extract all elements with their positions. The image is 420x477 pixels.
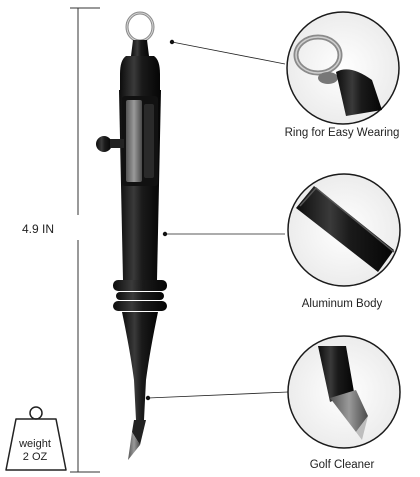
callout-lines: [145, 39, 289, 401]
zoom-ring-detail: [286, 11, 400, 125]
mechanism-slider: [126, 100, 142, 182]
weight-label-line2: 2 OZ: [22, 451, 48, 463]
weight-icon: [5, 406, 67, 471]
dimension-line: [70, 7, 100, 473]
key-ring: [125, 11, 155, 43]
weight-label-line1: weight: [19, 438, 51, 450]
feature-caption-body: Aluminum Body: [301, 298, 383, 310]
pen-body: [96, 40, 167, 460]
bolt-knob: [96, 136, 112, 152]
feature-caption-ring: Ring for Easy Wearing: [284, 127, 400, 139]
length-label: 4.9 IN: [22, 222, 55, 236]
feature-caption-cleaner: Golf Cleaner: [309, 459, 375, 471]
weight-label: weight 2 OZ: [8, 438, 62, 464]
zoom-body-detail: [287, 173, 401, 287]
golf-cleaner-tip: [128, 432, 140, 460]
zoom-cleaner-detail: [287, 335, 401, 449]
